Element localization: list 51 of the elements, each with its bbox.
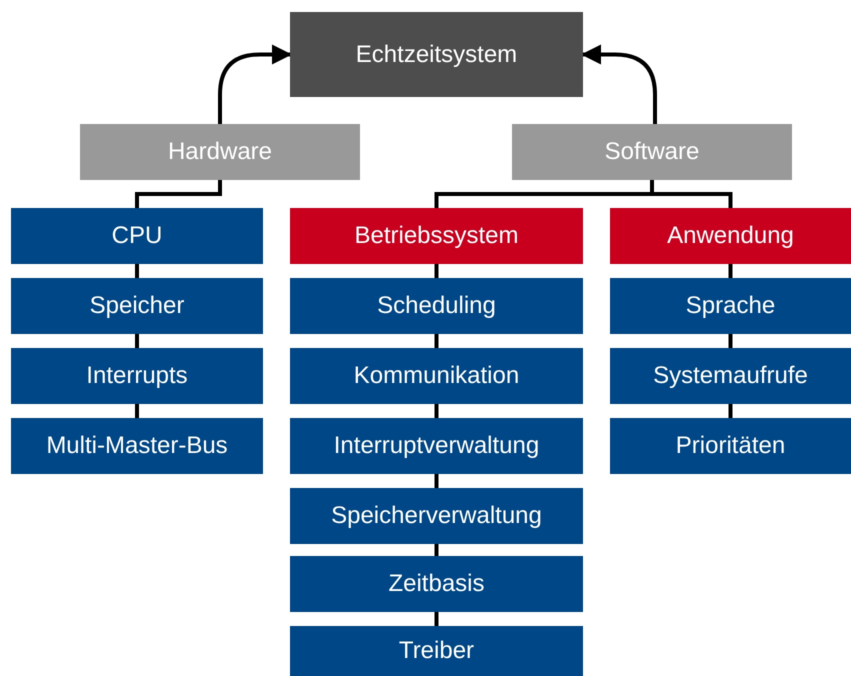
component-box xyxy=(290,348,583,404)
component-box xyxy=(610,348,851,404)
node-label: Speicherverwaltung xyxy=(331,502,542,530)
category-box xyxy=(512,124,792,180)
component-box xyxy=(610,278,851,334)
section-box xyxy=(290,208,583,264)
node-label: Scheduling xyxy=(377,292,496,320)
node-label: Interruptverwaltung xyxy=(334,432,540,460)
node-label: Multi-Master-Bus xyxy=(46,432,228,460)
connector-line xyxy=(728,264,732,278)
connector-line xyxy=(135,334,139,348)
section-box xyxy=(610,208,851,264)
connector-line xyxy=(434,404,438,418)
connector-line xyxy=(434,612,438,626)
node-label: Anwendung xyxy=(667,222,794,250)
component-box xyxy=(290,278,583,334)
node-label: Echtzeitsystem xyxy=(356,40,518,68)
connector-line xyxy=(135,180,222,208)
connector-line xyxy=(728,404,732,418)
arrow xyxy=(218,44,292,124)
node-label: Prioritäten xyxy=(676,432,786,460)
node-label: Hardware xyxy=(168,138,272,166)
component-box xyxy=(610,418,851,474)
node-label: Zeitbasis xyxy=(388,570,485,598)
node-label: Systemaufrufe xyxy=(653,362,808,390)
component-box xyxy=(11,348,263,404)
connector-line xyxy=(135,404,139,418)
node-label: Betriebssystem xyxy=(354,222,519,250)
component-box xyxy=(290,418,583,474)
connector-line xyxy=(434,264,438,278)
node-label: Speicher xyxy=(90,292,184,320)
node-label: CPU xyxy=(112,222,162,250)
component-box xyxy=(290,556,583,612)
node-label: Treiber xyxy=(398,637,474,665)
connector-line xyxy=(434,334,438,348)
component-box xyxy=(11,208,263,264)
component-box xyxy=(290,488,583,544)
node-label: Interrupts xyxy=(86,362,188,390)
connector-line xyxy=(434,474,438,488)
connector-line xyxy=(135,264,139,278)
component-box xyxy=(11,278,263,334)
category-box xyxy=(80,124,360,180)
component-box xyxy=(290,626,583,676)
connector-line xyxy=(728,334,732,348)
connector-line xyxy=(434,544,438,556)
node-label: Sprache xyxy=(686,292,776,320)
component-box xyxy=(11,418,263,474)
node-label: Software xyxy=(604,138,700,166)
node-label: Kommunikation xyxy=(354,362,520,390)
arrow xyxy=(581,44,657,124)
system-box xyxy=(290,12,583,97)
